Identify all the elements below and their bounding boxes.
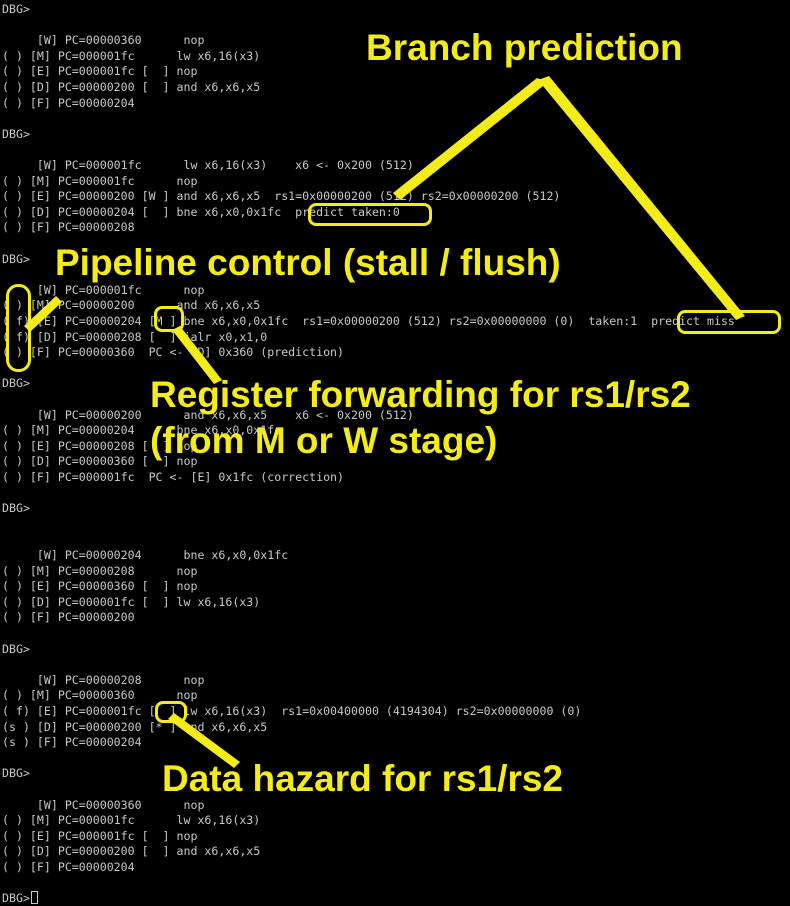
terminal-line: [W] PC=00000360 nop: [2, 33, 205, 48]
terminal-line: ( ) [E] PC=00000360 [ ] nop: [2, 579, 198, 594]
terminal-line: ( ) [F] PC=00000360 PC <- [D] 0x360 (pre…: [2, 345, 345, 360]
terminal-line: ( ) [M] PC=00000200 and x6,x6,x5: [2, 298, 261, 313]
terminal-line: ( ) [F] PC=00000200: [2, 610, 135, 625]
terminal-line: ( ) [M] PC=000001fc nop: [2, 173, 198, 188]
terminal-line: [W] PC=00000208 nop: [2, 672, 205, 687]
prompt-line: DBG>: [2, 766, 30, 781]
terminal-line: ( ) [D] PC=00000200 [ ] and x6,x6,x5: [2, 844, 261, 859]
terminal-line: ( ) [F] PC=000001fc PC <- [E] 0x1fc (cor…: [2, 470, 345, 484]
terminal-line: [W] PC=00000200 and x6,x6,x5 x6 <- 0x200…: [2, 407, 414, 422]
terminal-line: ( ) [M] PC=000001fc lw x6,16(x3): [2, 48, 261, 63]
terminal-line: ( f) [E] PC=00000204 [M ] bne x6,x0,0x1f…: [2, 314, 735, 328]
prompt-line: DBG>: [2, 126, 30, 141]
terminal-line: (s ) [D] PC=00000200 [* ] and x6,x6,x5: [2, 719, 268, 734]
terminal-line: ( ) [F] PC=00000204: [2, 95, 135, 110]
terminal-line: ( ) [M] PC=00000204 bne x6,x0,0x1fc: [2, 423, 282, 438]
terminal-line: ( ) [E] PC=00000208 [ ] nop: [2, 438, 198, 453]
terminal-line: ( ) [F] PC=00000208: [2, 220, 135, 235]
terminal-line: ( ) [D] PC=000001fc [ ] lw x6,16(x3): [2, 594, 261, 609]
prompt-line: DBG>: [2, 891, 38, 906]
prompt-line: DBG>: [2, 641, 30, 656]
prompt-line: DBG>: [2, 2, 30, 16]
prompt-line: DBG>: [2, 501, 30, 516]
terminal-line: ( ) [F] PC=00000204: [2, 860, 135, 874]
terminal-line: ( ) [D] PC=00000204 [ ] bne x6,x0,0x1fc …: [2, 204, 400, 219]
prompt-line: DBG>: [2, 251, 30, 266]
prompt-line: DBG>: [2, 376, 30, 391]
terminal-line: ( ) [M] PC=00000208 nop: [2, 563, 198, 578]
terminal-line: [W] PC=000001fc nop: [2, 282, 205, 297]
terminal-line: [W] PC=00000204 bne x6,x0,0x1fc: [2, 548, 289, 562]
terminal-line: ( f) [D] PC=00000208 [ ] jalr x0,x1,0: [2, 329, 268, 344]
terminal-line: [W] PC=000001fc lw x6,16(x3) x6 <- 0x200…: [2, 158, 414, 172]
terminal-cursor: [30, 891, 38, 905]
terminal-line: ( ) [D] PC=00000200 [ ] and x6,x6,x5: [2, 80, 261, 94]
terminal-line: ( ) [E] PC=000001fc [ ] nop: [2, 828, 198, 843]
terminal-line: ( ) [E] PC=00000200 [W ] and x6,x6,x5 rs…: [2, 189, 561, 204]
terminal-line: ( ) [M] PC=000001fc lw x6,16(x3): [2, 813, 261, 828]
terminal-line: ( f) [E] PC=000001fc [ ] lw x6,16(x3) rs…: [2, 704, 582, 718]
terminal-line: ( ) [E] PC=000001fc [ ] nop: [2, 64, 198, 79]
terminal-line: ( ) [M] PC=00000360 nop: [2, 688, 198, 703]
terminal-line: ( ) [D] PC=00000360 [ ] nop: [2, 454, 198, 469]
terminal-line: (s ) [F] PC=00000204: [2, 735, 142, 750]
terminal-line: [W] PC=00000360 nop: [2, 797, 205, 812]
